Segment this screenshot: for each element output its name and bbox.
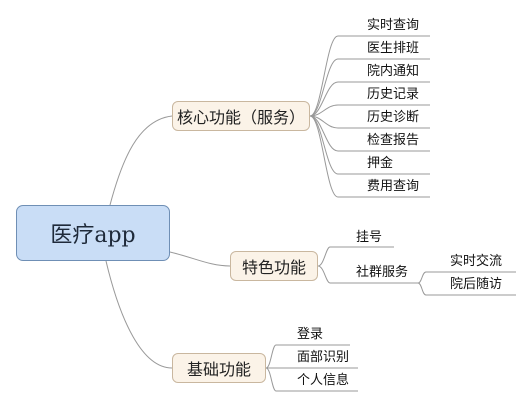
leaf-login[interactable]: 登录 (297, 327, 324, 342)
connector-core-item-7 (309, 115, 339, 175)
leaf-doctor-schedule[interactable]: 医生排班 (367, 41, 420, 56)
connector-core-item-1 (309, 35, 339, 117)
leaf-registration[interactable]: 挂号 (356, 230, 383, 245)
leaf-hospital-notice[interactable]: 院内通知 (367, 64, 420, 79)
connector-core-item-8 (309, 115, 339, 198)
connector-feature-item-1 (317, 246, 331, 267)
branch-basic-label: 基础功能 (186, 360, 251, 379)
leaf-community-service[interactable]: 社群服务 (356, 265, 409, 280)
branch-core-label: 核心功能（服务） (176, 108, 305, 127)
leaf-deposit[interactable]: 押金 (367, 156, 394, 171)
leaf-realtime-query[interactable]: 实时查询 (367, 18, 420, 33)
connector-root-feature (169, 251, 231, 267)
connector-core-item-3 (309, 81, 339, 117)
root-topic[interactable]: 医疗app (16, 205, 170, 261)
leaf-fee-query[interactable]: 费用查询 (367, 179, 420, 194)
leaf-post-discharge-followup[interactable]: 院后随访 (450, 277, 503, 292)
branch-core-functions[interactable]: 核心功能（服务） (172, 101, 310, 131)
leaf-history-records[interactable]: 历史记录 (367, 87, 420, 102)
branch-feature-label: 特色功能 (241, 258, 306, 277)
leaf-personal-info[interactable]: 个人信息 (297, 373, 350, 388)
root-topic-label: 医疗app (50, 223, 136, 248)
connector-root-core (109, 115, 173, 206)
branch-basic-functions[interactable]: 基础功能 (172, 353, 266, 383)
connector-core-item-2 (309, 58, 339, 117)
leaf-exam-report[interactable]: 检查报告 (367, 133, 420, 148)
connector-basic-item-3 (265, 367, 277, 392)
connector-community-item-2 (417, 282, 427, 296)
connector-core-item-4 (309, 104, 339, 117)
leaf-face-recognition[interactable]: 面部识别 (297, 350, 350, 365)
connector-community-item-1 (417, 271, 427, 284)
leaf-realtime-chat[interactable]: 实时交流 (450, 254, 503, 269)
core-item-underlines (338, 35, 430, 198)
connector-feature-item-2 (317, 265, 331, 284)
connector-basic-item-1 (265, 344, 277, 369)
branch-feature-functions[interactable]: 特色功能 (230, 251, 318, 281)
leaf-history-diagnosis[interactable]: 历史诊断 (367, 110, 420, 125)
connector-root-basic (105, 260, 173, 369)
